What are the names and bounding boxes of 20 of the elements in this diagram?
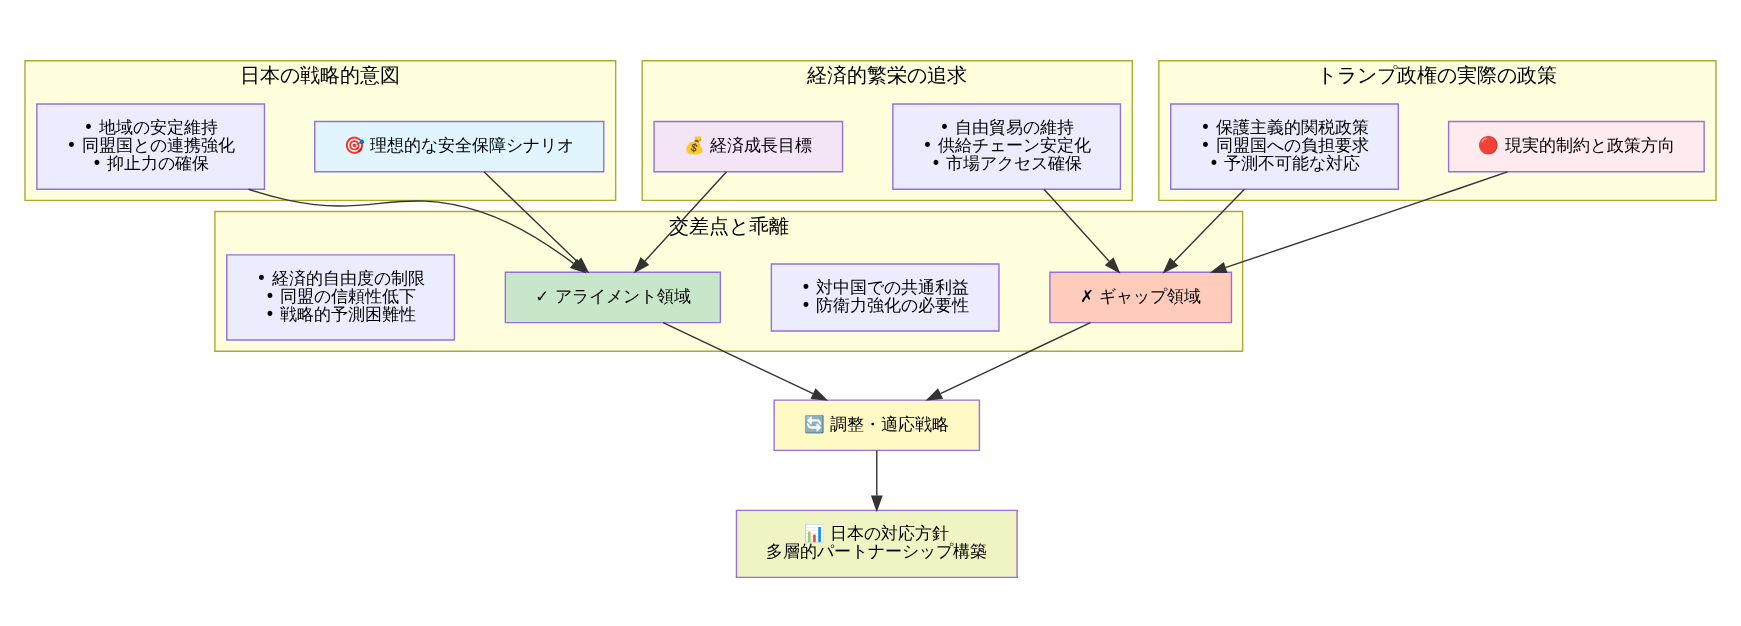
arrow xyxy=(662,321,829,401)
node-box: 🔴 現実的制約と政策方向 xyxy=(1447,120,1705,172)
arrow xyxy=(870,449,883,512)
node-box: • 経済的自由度の制限 • 同盟の信頼性低下 • 戦略的予測困難性 xyxy=(226,253,456,341)
arrow xyxy=(1209,170,1509,273)
node-box: 🎯 理想的な安全保障シナリオ xyxy=(314,120,605,172)
arrow xyxy=(633,170,728,273)
node-box: 📊 日本の対応方針 多層的パートナーシップ構築 xyxy=(735,509,1018,578)
node-box: ✗ ギャップ領域 xyxy=(1049,271,1233,323)
arrow xyxy=(247,188,587,274)
node-box: • 保護主義的関税政策 • 同盟国への負担要求 • 予測不可能な対応 xyxy=(1170,102,1400,190)
node-box: ✓ アライメント領域 xyxy=(504,271,722,323)
node-box: • 対中国での共通利益 • 防衛力強化の必要性 xyxy=(770,262,1000,332)
node-box: 💰 経済成長目標 xyxy=(653,120,844,172)
node-box: • 自由貿易の維持 • 供給チェーン安定化 • 市場アクセス確保 xyxy=(892,102,1122,190)
arrow xyxy=(925,321,1092,401)
arrow xyxy=(1162,188,1246,274)
node-box: 🔄 調整・適応戦略 xyxy=(773,398,981,451)
node-box: • 地域の安定維持 • 同盟国との連携強化 • 抑止力の確保 xyxy=(36,102,266,190)
arrow xyxy=(1043,188,1121,274)
